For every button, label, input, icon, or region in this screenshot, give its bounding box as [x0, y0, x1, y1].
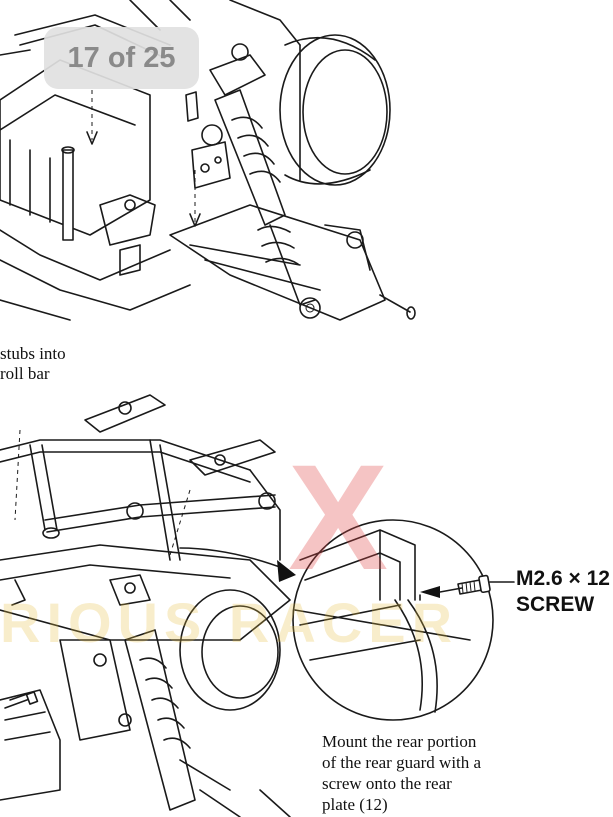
mount-caption-line: Mount the rear portion — [322, 732, 477, 751]
detail-callout-circle — [292, 519, 515, 721]
screw-size-label: M2.6 × 12 — [516, 567, 610, 590]
mount-caption-line: screw onto the rear — [322, 774, 452, 793]
watermark-mark: X — [288, 433, 389, 601]
bottom-assembly-illustration — [0, 394, 296, 817]
top-assembly-illustration — [0, 0, 416, 321]
screw-label: M2.6 × 12 SCREW — [516, 566, 610, 618]
mount-caption-line: plate (12) — [322, 795, 388, 814]
roll-bar-caption-line: stubs into — [0, 344, 66, 363]
page-counter-badge: 17 of 25 — [44, 27, 199, 89]
roll-bar-caption-line: roll bar — [0, 364, 50, 383]
watermark-text: RIOUS RACER — [0, 591, 459, 654]
screw-type-label: SCREW — [516, 593, 595, 616]
mount-instruction-caption: Mount the rear portion of the rear guard… — [322, 731, 532, 815]
roll-bar-caption: stubs into roll bar — [0, 344, 66, 384]
mount-caption-line: of the rear guard with a — [322, 753, 482, 772]
